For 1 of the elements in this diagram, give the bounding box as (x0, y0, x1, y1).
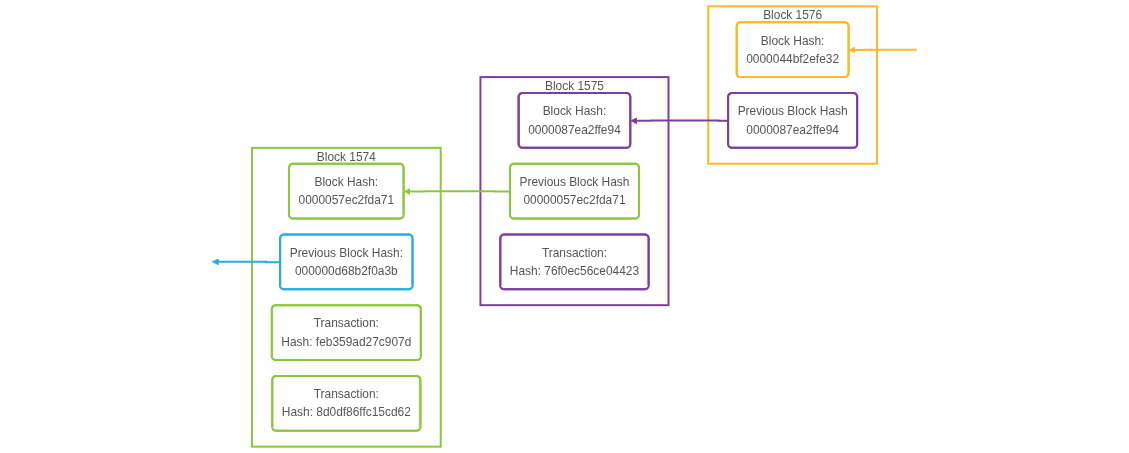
arrow (848, 46, 918, 54)
